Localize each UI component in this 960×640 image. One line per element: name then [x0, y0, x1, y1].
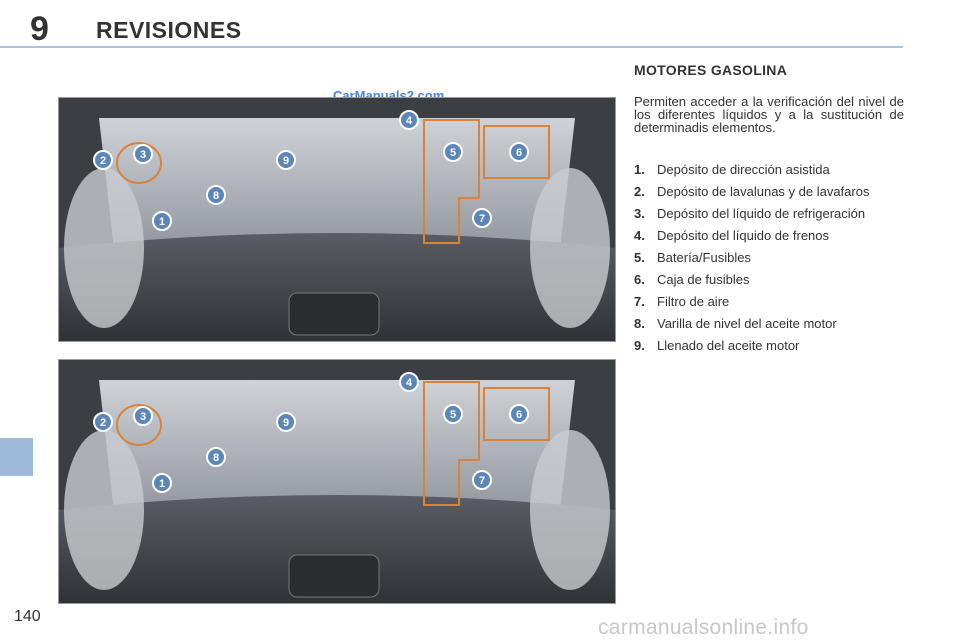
legend-item: 4. Depósito del líquido de frenos: [634, 229, 914, 243]
callout-badge-4: 4: [399, 110, 419, 130]
component-legend: 1. Depósito de dirección asistida 2. Depós…: [634, 163, 914, 361]
legend-text: Filtro de aire: [657, 294, 730, 309]
callout-badge-1: 1: [152, 473, 172, 493]
callout-badge-2: 2: [93, 150, 113, 170]
legend-number: 2.: [634, 184, 645, 199]
legend-number: 5.: [634, 250, 645, 265]
svg-text:6: 6: [516, 409, 522, 421]
svg-text:8: 8: [213, 190, 219, 202]
page-number: 140: [14, 608, 41, 625]
svg-text:7: 7: [479, 213, 485, 225]
chapter-title: REVISIONES: [96, 17, 242, 43]
legend-text: Varilla de nivel del aceite motor: [657, 316, 837, 331]
svg-text:8: 8: [213, 452, 219, 464]
legend-number: 8.: [634, 316, 645, 331]
svg-text:1: 1: [159, 478, 165, 490]
legend-number: 4.: [634, 228, 645, 243]
svg-text:5: 5: [450, 147, 456, 159]
callout-badge-8: 8: [206, 185, 226, 205]
header-rule: [0, 46, 903, 48]
legend-number: 3.: [634, 206, 645, 221]
callout-badge-1: 1: [152, 211, 172, 231]
svg-text:2: 2: [100, 155, 106, 167]
svg-text:2: 2: [100, 417, 106, 429]
svg-text:9: 9: [283, 417, 289, 429]
callout-badge-6: 6: [509, 404, 529, 424]
intro-paragraph: Permiten acceder a la verificación del n…: [634, 94, 904, 135]
engine-bay-photo-top: 1 2 3 4 5 6 7 8 9: [58, 97, 616, 342]
svg-text:1: 1: [159, 216, 165, 228]
engine-bay-illustration: 1 2 3 4 5 6 7 8 9: [59, 98, 615, 341]
watermark-bottom: carmanualsonline.info: [598, 616, 809, 639]
legend-text: Llenado del aceite motor: [657, 338, 800, 353]
svg-text:5: 5: [450, 409, 456, 421]
legend-item: 1. Depósito de dirección asistida: [634, 163, 914, 177]
legend-number: 1.: [634, 162, 645, 177]
callout-badge-5: 5: [443, 142, 463, 162]
engine-bay-photo-bottom: 1 2 3 4 5 6 7 8 9: [58, 359, 616, 604]
legend-number: 7.: [634, 294, 645, 309]
section-heading: MOTORES GASOLINA: [634, 62, 788, 78]
callout-badge-7: 7: [472, 470, 492, 490]
legend-item: 2. Depósito de lavalunas y de lavafaros: [634, 185, 914, 199]
chapter-number: 9: [30, 10, 49, 48]
chapter-side-tab: [0, 438, 33, 476]
legend-text: Depósito del líquido de frenos: [657, 228, 830, 243]
callout-badge-5: 5: [443, 404, 463, 424]
legend-item: 9. Llenado del aceite motor: [634, 339, 914, 353]
svg-text:7: 7: [479, 475, 485, 487]
legend-text: Batería/Fusibles: [657, 250, 751, 265]
legend-item: 7. Filtro de aire: [634, 295, 914, 309]
legend-text: Depósito de dirección asistida: [657, 162, 830, 177]
callout-badge-8: 8: [206, 447, 226, 467]
engine-bay-illustration: 1 2 3 4 5 6 7 8 9: [59, 360, 615, 603]
callout-badge-6: 6: [509, 142, 529, 162]
callout-badge-7: 7: [472, 208, 492, 228]
legend-text: Caja de fusibles: [657, 272, 750, 287]
callout-badge-3: 3: [133, 144, 153, 164]
callout-badge-4: 4: [399, 372, 419, 392]
legend-number: 6.: [634, 272, 645, 287]
legend-text: Depósito de lavalunas y de lavafaros: [657, 184, 870, 199]
legend-item: 8. Varilla de nivel del aceite motor: [634, 317, 914, 331]
svg-text:3: 3: [140, 149, 146, 161]
legend-item: 5. Batería/Fusibles: [634, 251, 914, 265]
callout-badge-9: 9: [276, 412, 296, 432]
callout-badge-9: 9: [276, 150, 296, 170]
callout-badge-2: 2: [93, 412, 113, 432]
legend-item: 3. Depósito del líquido de refrigeración: [634, 207, 914, 221]
svg-text:4: 4: [406, 377, 413, 389]
svg-text:4: 4: [406, 115, 413, 127]
legend-item: 6. Caja de fusibles: [634, 273, 914, 287]
callout-badge-3: 3: [133, 406, 153, 426]
legend-text: Depósito del líquido de refrigeración: [657, 206, 866, 221]
svg-text:9: 9: [283, 155, 289, 167]
svg-text:6: 6: [516, 147, 522, 159]
legend-number: 9.: [634, 338, 645, 353]
svg-text:3: 3: [140, 411, 146, 423]
